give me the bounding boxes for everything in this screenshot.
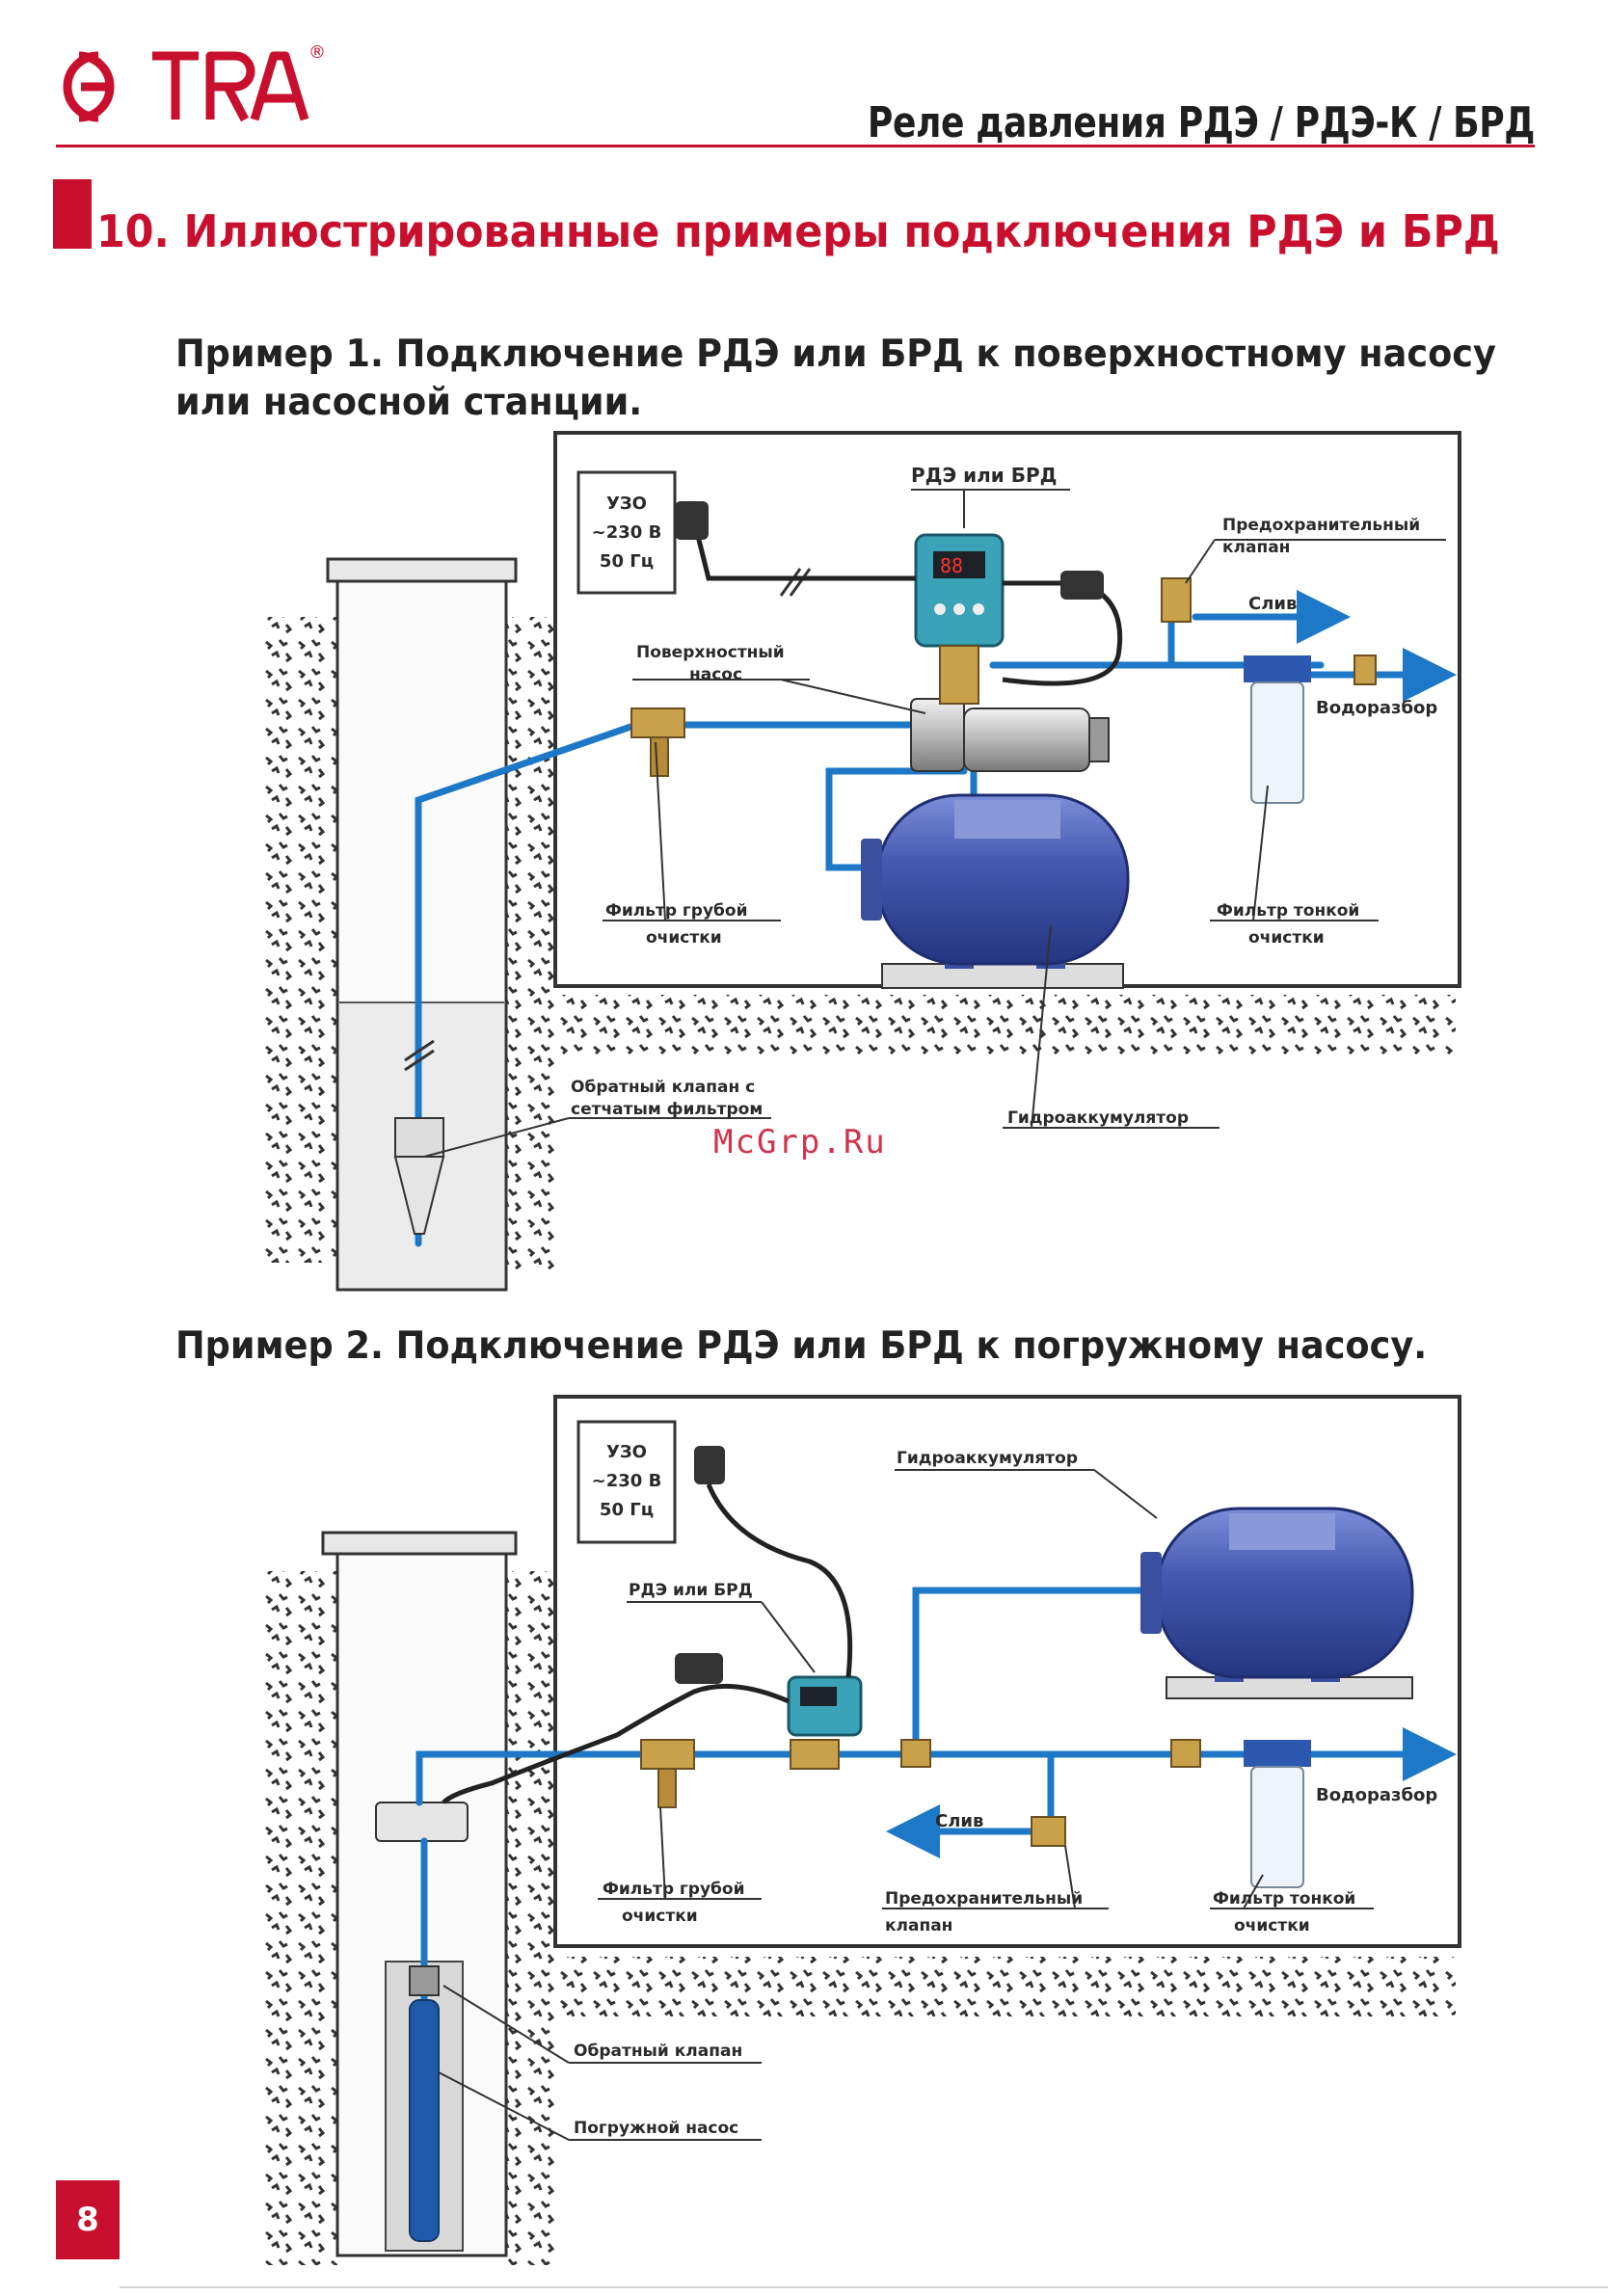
uzo-voltage-2: ~230 В (592, 1471, 662, 1491)
water-point-label-1: Водоразбор (1316, 698, 1437, 718)
example2-title: Пример 2. Подключение РДЭ или БРД к погр… (175, 1324, 1428, 1368)
coarse-filter-label-1a: Фильтр грубой (605, 901, 748, 921)
surface-pump-label-1: Поверхностный (636, 643, 785, 662)
example1-title-line2: или насосной станции. (175, 381, 643, 424)
page-number: 8 (76, 2201, 99, 2239)
page-number-box (56, 2180, 120, 2259)
safety-valve-label-2b: клапан (885, 1916, 952, 1936)
safety-valve-2 (1031, 1816, 1066, 1847)
check-valve-label-2: Обратный клапан (574, 2042, 742, 2061)
uzo-voltage-1: ~230 В (592, 522, 662, 543)
uzo-label-2: УЗО (606, 1442, 647, 1462)
svg-text:88: 88 (940, 554, 963, 577)
uzo-label-1: УЗО (606, 494, 647, 514)
drain-label-1: Слив (1248, 594, 1297, 614)
coarse-filter-label-2b: очистки (622, 1907, 698, 1926)
pressure-relay-2 (787, 1675, 863, 1770)
relay-label-1: РДЭ или БРД (911, 464, 1057, 487)
drain-label-2: Слив (935, 1811, 983, 1831)
fine-filter-2 (1244, 1740, 1311, 1888)
safety-valve-label-1b: клапан (1222, 538, 1290, 557)
safety-valve-label-2a: Предохранительный (885, 1889, 1083, 1909)
submersible-pump-label: Погружной насос (574, 2119, 738, 2138)
soil-left-2 (260, 1571, 337, 2265)
soil-well-right (506, 617, 559, 1272)
section-marker (53, 179, 92, 249)
fine-filter-label-2a: Фильтр тонкой (1213, 1889, 1355, 1909)
safety-valve-label-1a: Предохранительный (1222, 516, 1420, 535)
document-title: Реле давления РДЭ / РДЭ-К / БРД (867, 98, 1535, 147)
example1-title: Пример 1. Подключение РДЭ или БРД к пове… (175, 331, 1496, 427)
uzo-box-1 (576, 470, 677, 595)
surface-pump-label-2: насос (689, 665, 742, 684)
coarse-filter-2 (640, 1739, 695, 1808)
section-title: 10. Иллюстрированные примеры подключения… (96, 205, 1500, 257)
safety-valve-1 (1161, 577, 1192, 623)
soil-well-right-2 (506, 1571, 559, 2265)
accumulator-label-2: Гидроаккумулятор (897, 1449, 1078, 1468)
accumulator-tank-1 (861, 793, 1130, 989)
soil-floor-2 (559, 1957, 1456, 2016)
uzo-box-2 (576, 1420, 677, 1544)
header-divider (56, 145, 1535, 147)
check-valve-strainer (394, 1117, 444, 1158)
footer-divider (120, 2286, 1608, 2288)
fine-filter-label-2b: очистки (1234, 1916, 1310, 1936)
fine-filter-1 (1244, 654, 1377, 804)
fine-filter-label-1a: Фильтр тонкой (1217, 901, 1359, 921)
fine-filter-label-1b: очистки (1248, 928, 1325, 948)
coarse-filter-1 (630, 707, 685, 777)
surface-pump (910, 698, 1110, 772)
accumulator-label-1: Гидроаккумулятор (1007, 1108, 1189, 1128)
coarse-filter-label-2a: Фильтр грубой (603, 1880, 745, 1899)
relay-label-2: РДЭ или БРД (629, 1581, 753, 1600)
extra-logo: ® (63, 42, 326, 122)
pressure-relay-1: 88 (914, 533, 1005, 705)
tee-fitting (900, 1739, 931, 1768)
uzo-frequency-1: 50 Гц (600, 551, 654, 572)
soil-floor (559, 995, 1456, 1055)
example1-title-line1: Пример 1. Подключение РДЭ или БРД к пове… (175, 333, 1496, 376)
check-valve-2 (409, 1965, 440, 1996)
water-point-label-2: Водоразбор (1316, 1785, 1437, 1805)
registered-mark: ® (308, 42, 326, 63)
uzo-frequency-2: 50 Гц (600, 1500, 654, 1520)
check-valve-label-1a: Обратный клапан с (571, 1078, 755, 1097)
coarse-filter-label-1b: очистки (646, 928, 722, 948)
submersible-pump (409, 1999, 440, 2242)
check-valve-label-1b: сетчатым фильтром (571, 1100, 763, 1119)
wellhead (375, 1802, 469, 1842)
watermark: McGrp.Ru (713, 1123, 887, 1161)
accumulator-tank-2 (1140, 1507, 1414, 1699)
soil-left (260, 617, 337, 1263)
well-cap-2 (321, 1531, 518, 1556)
